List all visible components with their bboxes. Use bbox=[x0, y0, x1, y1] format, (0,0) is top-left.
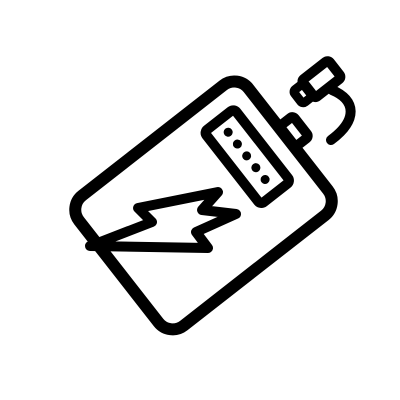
led-dots bbox=[223, 127, 270, 185]
charging-cable bbox=[326, 85, 356, 145]
output-port bbox=[274, 112, 313, 152]
plug-tip bbox=[289, 79, 318, 108]
led-dot bbox=[223, 127, 233, 137]
led-indicator-panel bbox=[200, 105, 294, 208]
led-dot bbox=[260, 175, 270, 185]
cable-plug bbox=[289, 56, 346, 108]
led-dot bbox=[251, 163, 261, 173]
lightning-bolt-icon bbox=[85, 187, 241, 253]
led-dot bbox=[242, 151, 252, 161]
led-dot bbox=[232, 139, 242, 149]
